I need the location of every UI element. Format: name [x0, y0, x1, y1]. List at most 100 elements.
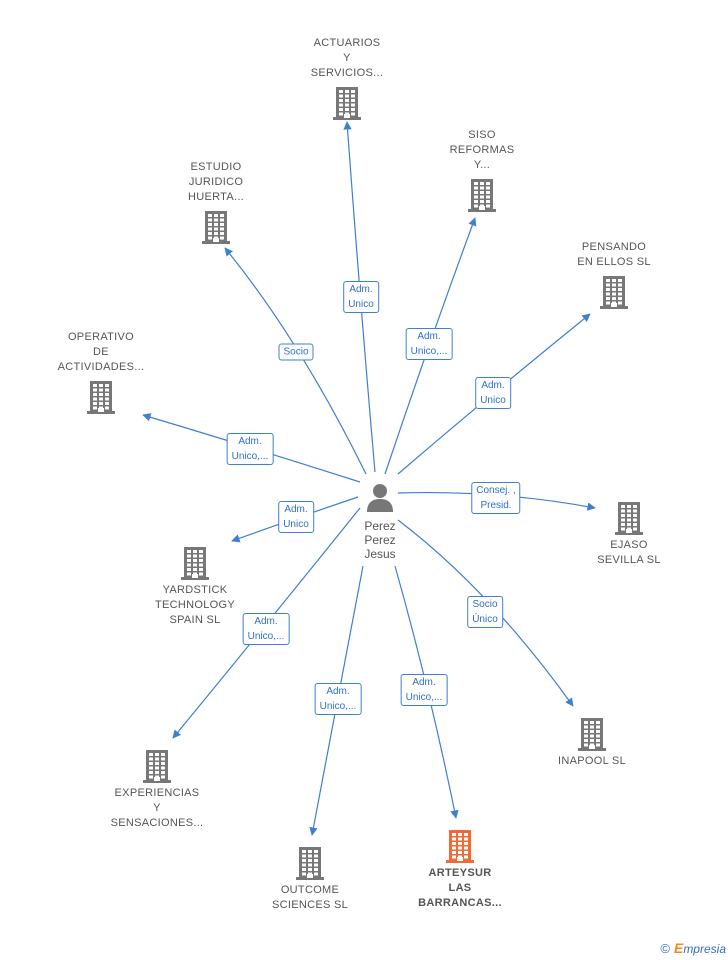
- company-label-line: PENSANDO: [581, 241, 647, 253]
- building-icon: [615, 502, 643, 535]
- building-icon: [578, 718, 606, 751]
- company-label: SISO REFORMAS Y...: [407, 128, 557, 173]
- relation-badge-estudio[interactable]: Socio: [278, 343, 314, 361]
- company-label: YARDSTICK TECHNOLOGY SPAIN SL: [120, 583, 270, 628]
- company-label: ESTUDIO JURIDICO HUERTA...: [141, 160, 291, 205]
- relation-badge-ejaso[interactable]: Consej. , Presid.: [471, 482, 521, 514]
- building-icon: [143, 750, 171, 783]
- relation-badge-actuarios[interactable]: Adm. Unico: [343, 281, 379, 313]
- company-node-siso[interactable]: SISO REFORMAS Y...: [407, 128, 557, 213]
- company-label-line: EXPERIENCIAS: [114, 787, 200, 799]
- company-node-operativo[interactable]: OPERATIVO DE ACTIVIDADES...: [26, 330, 176, 415]
- relation-text: Unico: [283, 519, 309, 530]
- company-label: ACTUARIOS Y SERVICIOS...: [272, 36, 422, 81]
- company-label: PENSANDO EN ELLOS SL: [539, 240, 689, 270]
- relation-text: Unico,...: [405, 692, 443, 703]
- relation-text: Adm.: [284, 504, 308, 515]
- company-label-line: Y: [153, 802, 161, 814]
- company-node-ejaso[interactable]: EJASO SEVILLA SL: [554, 500, 704, 568]
- brand-name: mpresia: [683, 942, 726, 956]
- relation-text: Adm.: [238, 436, 262, 447]
- company-label-line: ESTUDIO: [190, 161, 242, 173]
- building-icon: [446, 830, 474, 863]
- relation-text: Único: [472, 614, 498, 625]
- person-name-line: Perez: [364, 533, 396, 547]
- relation-text: Consej. ,: [476, 485, 516, 496]
- company-label-line: EJASO: [610, 539, 648, 551]
- relation-badge-yardstick[interactable]: Adm. Unico: [278, 501, 314, 533]
- company-label-line: SEVILLA SL: [597, 554, 661, 566]
- company-node-yardstick[interactable]: YARDSTICK TECHNOLOGY SPAIN SL: [120, 545, 270, 628]
- company-label-line: OUTCOME: [280, 884, 340, 896]
- copyright-symbol: ©: [660, 941, 670, 956]
- company-label: EXPERIENCIAS Y SENSACIONES...: [82, 786, 232, 831]
- company-label: OPERATIVO DE ACTIVIDADES...: [26, 330, 176, 375]
- relation-badge-siso[interactable]: Adm. Unico,...: [405, 328, 453, 360]
- company-label-line: ARTEYSUR: [428, 867, 492, 879]
- relation-text: Adm.: [349, 284, 373, 295]
- company-label-line: JURIDICO: [188, 176, 244, 188]
- relation-text: Socio: [472, 599, 498, 610]
- relation-text: Unico,...: [319, 701, 357, 712]
- company-label-line: LAS: [448, 882, 472, 894]
- relation-badge-experiencias[interactable]: Adm.Unico,...: [242, 613, 290, 645]
- company-node-pensando[interactable]: PENSANDO EN ELLOS SL: [539, 240, 689, 310]
- company-label-line: ACTIVIDADES...: [57, 361, 145, 373]
- brand-logo-letter: E: [673, 940, 684, 956]
- company-node-actuarios[interactable]: ACTUARIOS Y SERVICIOS...: [272, 36, 422, 121]
- person-name-line: Perez: [364, 519, 396, 533]
- company-label-line: INAPOOL SL: [557, 755, 626, 767]
- footer-brand: ©Empresia: [660, 940, 726, 956]
- company-label-line: OPERATIVO: [67, 331, 135, 343]
- building-icon: [468, 179, 496, 212]
- company-label-line: BARRANCAS...: [418, 897, 502, 909]
- company-node-estudio[interactable]: ESTUDIO JURIDICO HUERTA...: [141, 160, 291, 245]
- relation-text: Adm.: [417, 331, 441, 342]
- relation-badge-operativo[interactable]: Adm. Unico,...: [226, 433, 274, 465]
- building-icon: [202, 211, 230, 244]
- company-node-inapool[interactable]: INAPOOL SL: [517, 716, 667, 769]
- company-label-line: YARDSTICK: [162, 584, 228, 596]
- relation-text: Presid.: [480, 500, 512, 511]
- company-label-line: TECHNOLOGY: [154, 599, 235, 611]
- relation-text: Socio: [283, 346, 309, 358]
- company-label-line: ACTUARIOS: [313, 37, 381, 49]
- relation-text: Unico,...: [231, 451, 269, 462]
- company-label: EJASO SEVILLA SL: [554, 538, 704, 568]
- person-node[interactable]: Perez Perez Jesus: [345, 482, 415, 561]
- company-label-line: Y: [343, 52, 351, 64]
- company-label-line: Y...: [473, 159, 491, 171]
- company-label-line: EN ELLOS SL: [577, 256, 651, 268]
- company-label-line: HUERTA...: [187, 191, 245, 203]
- relation-text: Adm.: [481, 380, 505, 391]
- company-label-line: SERVICIOS...: [310, 67, 384, 79]
- relation-text: Adm.: [326, 686, 350, 697]
- relation-badge-pensando[interactable]: Adm. Unico: [475, 377, 511, 409]
- building-icon: [181, 547, 209, 580]
- company-label-line: DE: [93, 346, 109, 358]
- relation-text: Adm.: [412, 677, 436, 688]
- company-label-line: SENSACIONES...: [110, 817, 204, 829]
- company-label-line: SPAIN SL: [169, 614, 221, 626]
- relation-text: Adm.: [254, 616, 278, 627]
- person-name-line: Jesus: [364, 547, 396, 561]
- company-label: ARTEYSUR LAS BARRANCAS...: [385, 866, 535, 911]
- company-node-experiencias[interactable]: EXPERIENCIAS Y SENSACIONES...: [82, 748, 232, 831]
- relation-text: Unico,...: [410, 346, 448, 357]
- relation-text: Unico: [480, 395, 506, 406]
- relation-text: Unico: [348, 299, 374, 310]
- relation-badge-arteysur[interactable]: Adm. Unico,...: [400, 674, 448, 706]
- company-node-arteysur[interactable]: ARTEYSUR LAS BARRANCAS...: [385, 828, 535, 911]
- company-label-line: REFORMAS: [449, 144, 515, 156]
- person-icon: [367, 484, 393, 512]
- company-label-line: SISO: [468, 129, 496, 141]
- relation-badge-outcome[interactable]: Adm. Unico,...: [314, 683, 362, 715]
- building-icon: [296, 847, 324, 880]
- building-icon: [87, 381, 115, 414]
- company-label: INAPOOL SL: [517, 754, 667, 769]
- building-icon: [600, 276, 628, 309]
